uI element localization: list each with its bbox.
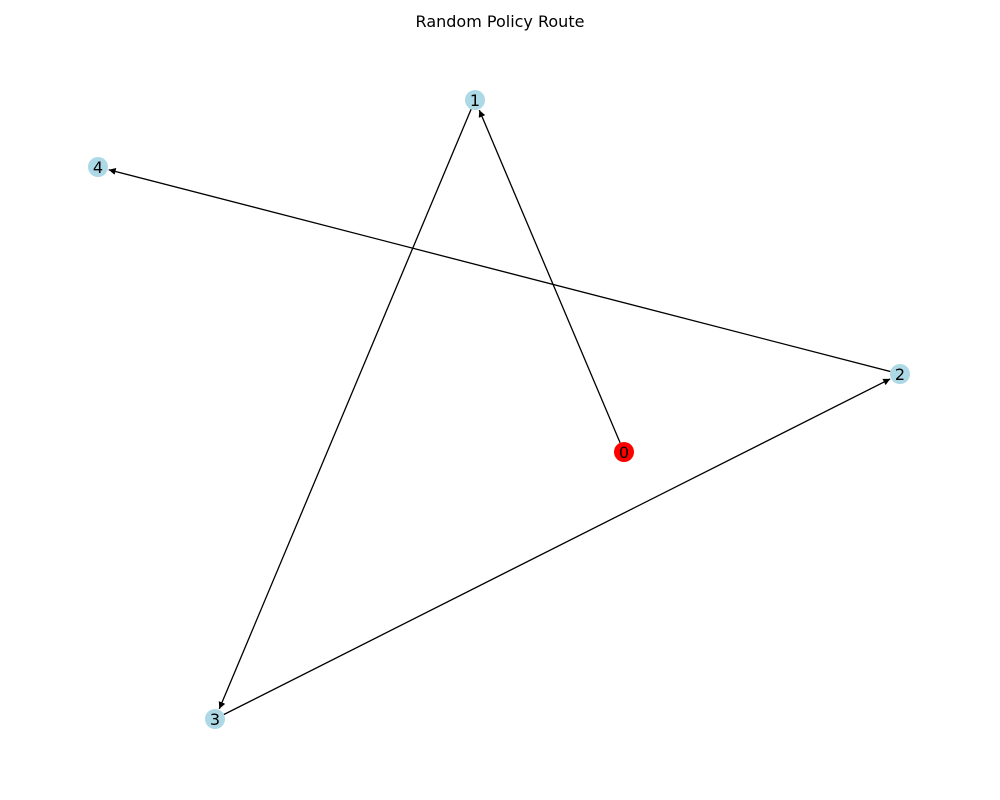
node-2-label: 2: [895, 365, 905, 384]
edge-3-to-2: [223, 378, 891, 716]
node-3-label: 3: [210, 710, 220, 729]
edge-0-to-1: [478, 109, 621, 444]
node-0-label: 0: [619, 443, 629, 462]
edge-2-to-4: [108, 168, 891, 373]
node-4-circle: [88, 157, 108, 177]
edge-layer: [108, 108, 891, 716]
node-0-circle: [614, 442, 634, 462]
node-1-label: 1: [470, 91, 480, 110]
node-2: 2: [890, 364, 910, 384]
node-4-label: 4: [93, 158, 103, 177]
node-layer: 0 1 2 3 4: [88, 90, 910, 729]
node-1-circle: [465, 90, 485, 110]
node-0: 0: [614, 442, 634, 462]
node-1: 1: [465, 90, 485, 110]
node-3-circle: [205, 709, 225, 729]
node-2-circle: [890, 364, 910, 384]
edge-1-to-3: [218, 108, 472, 710]
node-3: 3: [205, 709, 225, 729]
node-4: 4: [88, 157, 108, 177]
figure-title: Random Policy Route: [416, 12, 585, 31]
